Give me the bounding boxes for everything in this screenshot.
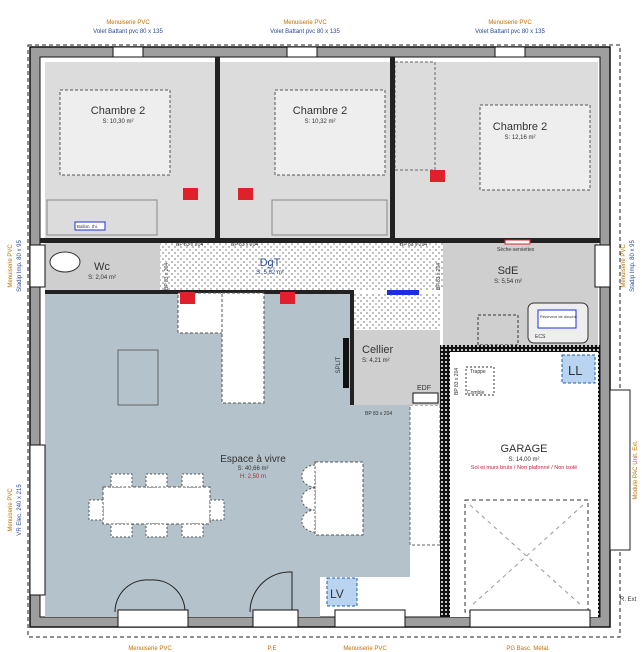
opening-label: Stadip Imp. 80 x 95: [17, 239, 23, 291]
dining-table: [102, 486, 211, 525]
bed: [479, 104, 591, 191]
room-name: DgT: [260, 257, 281, 269]
ballon-label: Ballon. thi.: [77, 224, 98, 229]
opening-label: Menuiserie PVC: [106, 20, 150, 26]
dining-chairs: [88, 473, 225, 538]
opening-label: Volet Battant pvc 80 x 135: [270, 29, 340, 35]
opening-label: Volet Battant pvc 80 x 135: [475, 29, 545, 35]
wardrobe: [46, 199, 158, 236]
edf-label: EDF: [417, 385, 431, 392]
room-name: SdE: [498, 265, 519, 277]
comble-label: Comble: [467, 390, 484, 396]
ll-box: [561, 354, 596, 384]
coffee-table: [117, 349, 159, 406]
opening-label: Module PAC Unit. Ext.: [633, 440, 639, 500]
attic-hatch: [465, 366, 495, 396]
room-garage: [450, 352, 598, 617]
towel-heater-label: Sèche-serviettes: [497, 247, 535, 253]
door-label: BP 83 x 204: [400, 242, 427, 248]
ll-label: LL: [568, 363, 582, 378]
split-label: SPLIT: [336, 356, 342, 373]
r-ext-label: R. Ext: [620, 597, 637, 603]
opening-label: Stadip Imp. 80 x 95: [630, 239, 636, 291]
door-label: BP 83 x 204: [454, 368, 460, 395]
room-name: Wc: [94, 261, 110, 273]
room-area: S: 14,00 m²: [508, 457, 539, 463]
room-note: Sol et murs bruts / Non plafonné / Non i…: [471, 465, 577, 471]
split-unit: [343, 338, 349, 388]
door-label: BP 83 x 204: [365, 411, 392, 417]
trappe-label: Trappe: [470, 369, 486, 375]
room-name: Espace à vivre: [220, 454, 286, 465]
door-label: BP 83 x 204: [164, 263, 170, 290]
windows: [29, 46, 611, 628]
bed: [59, 89, 171, 176]
opening-label: P.E: [268, 646, 277, 652]
room-name: Chambre 2: [293, 105, 347, 117]
opening-label: Menuiserie PVC: [621, 244, 627, 288]
room-name: Cellier: [362, 344, 394, 356]
opening-label: Menuiserie PVC: [343, 646, 387, 652]
door-label: BP 83 x 204: [436, 263, 442, 290]
room-espace-a-vivre: [45, 293, 410, 617]
room-area: S: 2,04 m²: [88, 275, 116, 281]
door-label: BP 83 x 204: [176, 242, 203, 248]
heat-pump-unit: [609, 389, 631, 551]
opening-label: Menuiserie PVC: [128, 646, 172, 652]
property-outline: [27, 44, 621, 638]
lv-label: LV: [330, 587, 344, 601]
door-label: BP 83 x 204: [231, 242, 258, 248]
opening-label: Menuiserie PVC: [283, 20, 327, 26]
room-height: H: 2,50 m: [240, 474, 266, 480]
kitchen-counter: [409, 404, 441, 546]
sofa: [221, 292, 265, 404]
towel-heater: [504, 239, 531, 245]
bed: [274, 89, 386, 176]
bar-stools: [301, 464, 316, 533]
kitchen-island: [314, 461, 364, 536]
shower-label: Receveur de douche: [540, 314, 578, 319]
opening-label: Volet Battant pvc 80 x 135: [93, 29, 163, 35]
room-area: S: 4,21 m²: [362, 358, 390, 364]
laundry-ll-box: [326, 577, 358, 607]
room-area: S: 10,32 m²: [304, 119, 335, 125]
room-name: Chambre 2: [91, 105, 145, 117]
opening-label: Menuiserie PVC: [8, 244, 14, 288]
radiators: [180, 170, 445, 304]
shower-label-box: [537, 309, 577, 329]
door-swing: [114, 571, 293, 613]
room-area: S: 5,54 m²: [494, 279, 522, 285]
room-dgt: [160, 243, 443, 290]
room-name: GARAGE: [500, 443, 547, 455]
toilet: [49, 251, 81, 273]
room-area: S: 40,66 m²: [237, 466, 268, 472]
opening-label: Menuiserie PVC: [488, 20, 532, 26]
room-name: Chambre 2: [493, 121, 547, 133]
ecs-label: ECS: [535, 334, 546, 340]
edf-box: [412, 392, 439, 404]
room-area: S: 12,16 m²: [504, 135, 535, 141]
wardrobe: [271, 199, 388, 236]
opening-label: PG Basc. Métal.: [506, 646, 550, 652]
opening-label: VR Elec. 240 x 215: [17, 484, 23, 536]
room-area: S: 5,62 m²: [256, 270, 284, 276]
opening-label: Menuiserie PVC: [8, 488, 14, 532]
room-area: S: 10,30 m²: [102, 119, 133, 125]
